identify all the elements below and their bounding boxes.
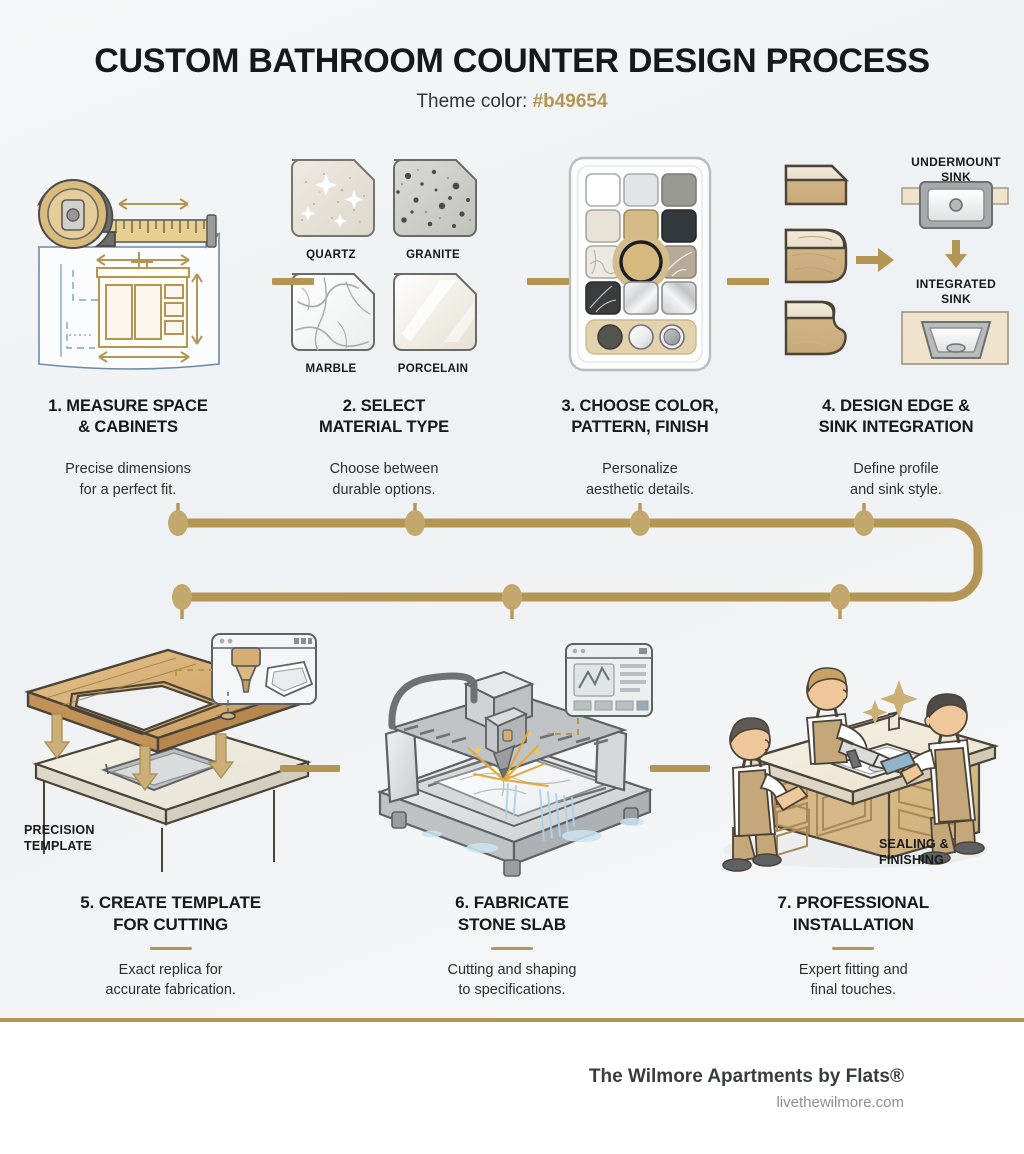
header: CUSTOM BATHROOM COUNTER DESIGN PROCESS T…: [0, 0, 1024, 113]
svg-text:TEMPLATE: TEMPLATE: [24, 839, 92, 853]
svg-text:SINK: SINK: [941, 292, 971, 306]
connector-bar-3-4: [727, 278, 769, 285]
steps-row-bottom: PRECISION TEMPLATE 5. CREATE TEMPLATE FO…: [0, 620, 1024, 1015]
step-2: QUARTZ: [256, 152, 512, 498]
step-7-desc: Expert fitting and final touches.: [798, 961, 908, 999]
step-6-title: 6. FABRICATE STONE SLAB: [455, 893, 569, 934]
svg-text:PRECISION: PRECISION: [24, 823, 95, 837]
process-timeline: [168, 503, 983, 619]
connector-bar-1-2: [272, 278, 314, 285]
svg-text:INTEGRATED: INTEGRATED: [915, 277, 995, 291]
step-6-illustration: [341, 620, 682, 878]
step-7: SEALING & FINISHING 7. PROFESSIONAL INST…: [683, 620, 1024, 1015]
svg-text:PORCELAIN: PORCELAIN: [398, 363, 468, 375]
step-2-title: 2. SELECT MATERIAL TYPE: [318, 397, 450, 437]
step-1-illustration: [0, 152, 256, 382]
svg-text:SEALING &: SEALING &: [879, 837, 949, 851]
footer-brand: The Wilmore Apartments by Flats®: [588, 1065, 904, 1087]
step-7-illustration: SEALING & FINISHING: [683, 620, 1024, 878]
footer-website: livethewilmore.com: [776, 1093, 904, 1111]
svg-text:SINK: SINK: [941, 170, 971, 184]
svg-text:UNDERMOUNT: UNDERMOUNT: [911, 155, 1001, 169]
svg-text:QUARTZ: QUARTZ: [306, 249, 356, 261]
step-1: 1. MEASURE SPACE & CABINETS Precise dime…: [0, 152, 256, 498]
step-7-accent: [832, 946, 875, 950]
step-3-desc: Personalize aesthetic details.: [585, 461, 694, 498]
footer: The Wilmore Apartments by Flats® livethe…: [0, 1022, 1024, 1154]
connector-bar-2-3: [527, 278, 569, 285]
step-5-illustration: PRECISION TEMPLATE: [0, 620, 341, 878]
step-3-illustration: [512, 152, 768, 382]
theme-color-value: #b49654: [532, 91, 608, 112]
step-5: PRECISION TEMPLATE 5. CREATE TEMPLATE FO…: [0, 620, 341, 1015]
step-6: 6. FABRICATE STONE SLAB Cutting and shap…: [341, 620, 682, 1015]
connector-bar-6-7: [650, 765, 710, 772]
step-4-title: 4. DESIGN EDGE & SINK INTEGRATION: [818, 397, 974, 437]
step-4-desc: Define profile and sink style.: [850, 461, 942, 498]
theme-color-note: Theme color: #b49654: [0, 91, 1024, 113]
infographic-body: CUSTOM BATHROOM COUNTER DESIGN PROCESS T…: [0, 0, 1024, 1022]
theme-color-label: Theme color:: [416, 91, 533, 112]
connector-bar-5-6: [280, 765, 340, 772]
steps-row-top: 1. MEASURE SPACE & CABINETS Precise dime…: [0, 152, 1024, 498]
step-1-desc: Precise dimensions for a perfect fit.: [65, 461, 191, 498]
page-title: CUSTOM BATHROOM COUNTER DESIGN PROCESS: [94, 42, 930, 80]
step-2-illustration: QUARTZ: [256, 152, 512, 382]
step-1-title: 1. MEASURE SPACE & CABINETS: [48, 397, 208, 437]
step-7-title: 7. PROFESSIONAL INSTALLATION: [777, 893, 930, 934]
svg-text:GRANITE: GRANITE: [406, 249, 460, 261]
svg-text:MARBLE: MARBLE: [306, 363, 357, 375]
step-4: UNDERMOUNT SINK INTEGRATED SINK: [768, 152, 1024, 498]
step-5-title: 5. CREATE TEMPLATE FOR CUTTING: [80, 893, 262, 934]
step-6-desc: Cutting and shaping to specifications.: [447, 961, 577, 999]
step-6-accent: [490, 946, 533, 950]
step-3: 3. CHOOSE COLOR, PATTERN, FINISH Persona…: [512, 152, 768, 498]
step-2-desc: Choose between durable options.: [329, 461, 439, 498]
step-4-illustration: UNDERMOUNT SINK INTEGRATED SINK: [768, 152, 1024, 382]
step-5-desc: Exact replica for accurate fabrication.: [105, 961, 236, 999]
svg-text:FINISHING: FINISHING: [879, 853, 944, 867]
step-5-accent: [149, 946, 192, 950]
step-3-title: 3. CHOOSE COLOR, PATTERN, FINISH: [561, 397, 719, 437]
